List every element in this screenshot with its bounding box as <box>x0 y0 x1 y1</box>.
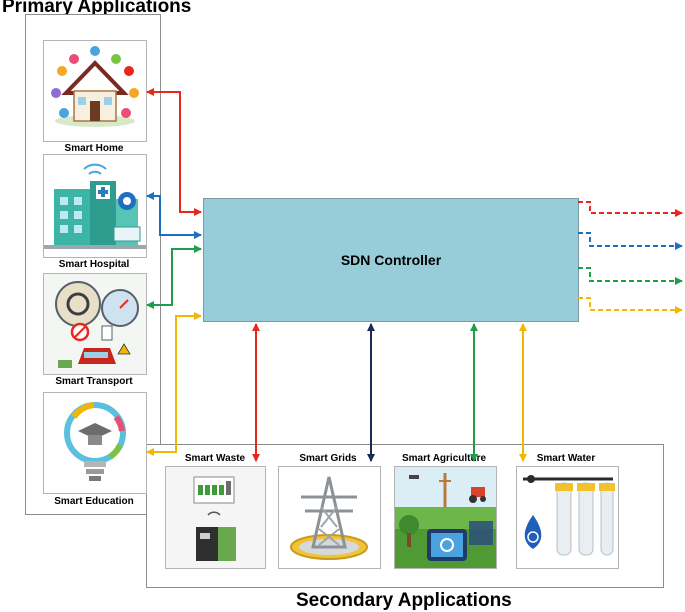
outgoing-link-blue <box>578 232 683 250</box>
smart-water-tile <box>516 466 619 569</box>
smart-hospital-label: Smart Hospital <box>58 259 130 270</box>
smart-waste-tile <box>165 466 266 569</box>
outgoing-link-yellow <box>578 297 683 314</box>
secondary-applications-title: Secondary Applications <box>296 590 512 611</box>
transport-icon <box>44 274 146 374</box>
education-lightbulb-icon <box>64 402 126 481</box>
smart-agriculture-label: Smart Agriculture <box>401 453 487 464</box>
smart-water-label: Smart Water <box>536 453 596 464</box>
waste-bin-icon <box>166 467 265 568</box>
outgoing-link-green <box>578 267 683 285</box>
smart-transport-tile <box>43 273 147 375</box>
smart-agriculture-tile <box>394 466 497 569</box>
smart-transport-label: Smart Transport <box>55 376 133 387</box>
water-filter-icon <box>523 475 615 556</box>
smart-grids-label: Smart Grids <box>299 453 357 464</box>
smart-home-icon <box>51 46 139 127</box>
sdn-controller-box: SDN Controller <box>203 198 579 322</box>
smart-home-label: Smart Home <box>64 143 124 154</box>
smart-hospital-tile <box>43 154 147 258</box>
hospital-icon <box>44 163 146 249</box>
outgoing-link-red <box>578 201 683 217</box>
smart-waste-label: Smart Waste <box>184 453 246 464</box>
agriculture-icon <box>395 467 496 568</box>
smart-education-tile <box>43 392 147 494</box>
smart-home-tile <box>43 40 147 142</box>
sdn-controller-label: SDN Controller <box>340 252 442 268</box>
smart-grids-tile <box>278 466 381 569</box>
primary-applications-title: Primary Applications <box>2 0 192 17</box>
power-tower-icon <box>290 476 368 560</box>
smart-education-label: Smart Education <box>54 496 134 507</box>
